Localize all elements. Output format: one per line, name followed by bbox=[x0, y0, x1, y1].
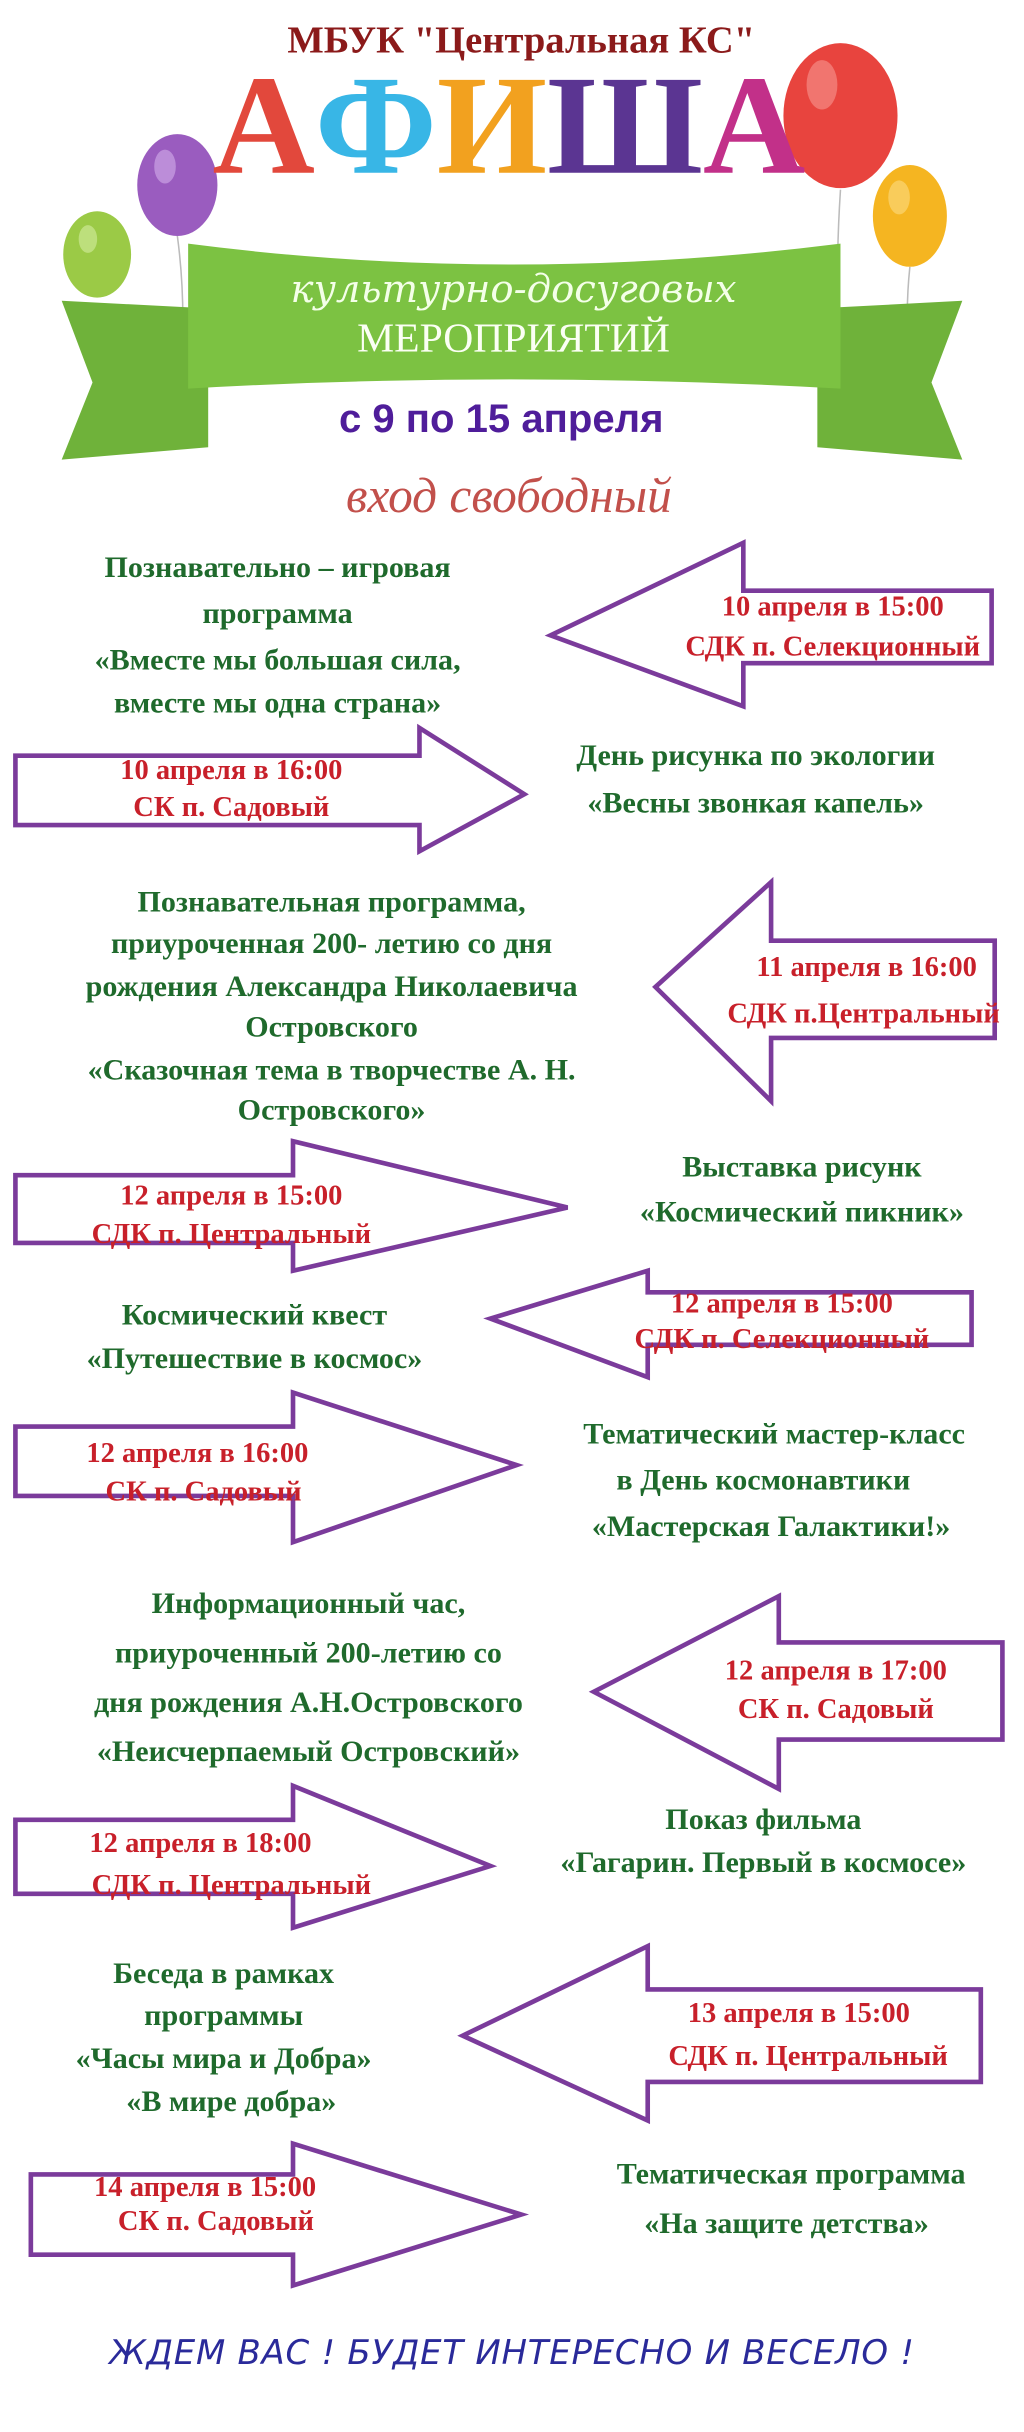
purple-balloon-icon bbox=[137, 134, 218, 236]
event-place: СДК п. Селекционный bbox=[635, 1324, 930, 1355]
event-title-line: «Путешествие в космос» bbox=[87, 1341, 423, 1375]
organization-name: МБУК "Центральная КС" bbox=[287, 19, 755, 61]
event-place: СДК п. Селекционный bbox=[685, 631, 980, 662]
event-title-line: Информационный час, bbox=[152, 1586, 466, 1620]
title-letter: Ф bbox=[315, 47, 437, 204]
title-letter: И bbox=[437, 47, 547, 204]
admission-note: вход свободный bbox=[346, 468, 672, 523]
event-date: 11 апреля в 16:00 bbox=[756, 952, 977, 983]
event-place: СДК п. Центральный bbox=[92, 1219, 371, 1250]
event-title-line: «Гагарин. Первый в космосе» bbox=[560, 1845, 966, 1879]
event-title-line: Беседа в рамках bbox=[113, 1956, 334, 1990]
event-place: СК п. Садовый bbox=[738, 1694, 934, 1725]
event-title-line: «Вместе мы большая сила, bbox=[95, 642, 461, 676]
event-row: 12 апреля в 15:00 СДК п. Селекционный Ко… bbox=[87, 1267, 974, 1381]
event-title-line: «На защите детства» bbox=[644, 2206, 929, 2240]
event-title-line: Островского» bbox=[238, 1093, 426, 1127]
arrow-right-icon bbox=[13, 1389, 524, 1546]
event-title-line: «Космический пикник» bbox=[640, 1194, 964, 1228]
event-title-line: дня рождения А.Н.Островского bbox=[94, 1685, 523, 1719]
orange-balloon-icon bbox=[872, 165, 947, 267]
event-row: 12 апреля в 17:00 СК п. Садовый Информац… bbox=[94, 1586, 1005, 1793]
event-row: 12 апреля в 15:00 СДК п. Центральный Выс… bbox=[13, 1138, 964, 1274]
ribbon-banner bbox=[61, 243, 963, 460]
event-row: 13 апреля в 15:00 СДК п. Центральный Бес… bbox=[76, 1942, 984, 2125]
event-title-line: Познавательная программа, bbox=[138, 884, 526, 918]
event-title-line: «Сказочная тема в творчестве А. Н. bbox=[88, 1053, 576, 1087]
date-range: с 9 по 15 апреля bbox=[339, 397, 664, 441]
event-title-line: программы bbox=[144, 1998, 303, 2032]
event-place: СДК п.Центральный bbox=[727, 998, 999, 1029]
event-title-line: «В мире добра» bbox=[126, 2084, 336, 2118]
event-title-line: «Мастерская Галактики!» bbox=[592, 1509, 950, 1543]
event-title-line: «Неисчерпаемый Островский» bbox=[97, 1734, 520, 1768]
event-row: 10 апреля в 16:00 СК п. Садовый День рис… bbox=[13, 723, 935, 856]
event-title-line: Тематическая программа bbox=[617, 2157, 966, 2191]
event-title-line: Космический квест bbox=[122, 1298, 388, 1332]
event-title-line: День рисунка по экологии bbox=[576, 738, 935, 772]
event-date: 12 апреля в 16:00 bbox=[86, 1438, 308, 1469]
event-date: 13 апреля в 15:00 bbox=[688, 1998, 910, 2029]
event-title-line: «Часы мира и Добра» bbox=[76, 2041, 372, 2075]
title-letter: А bbox=[703, 47, 805, 204]
event-date: 10 апреля в 16:00 bbox=[120, 755, 342, 786]
event-row: 12 апреля в 18:00 СДК п. Центральный Пок… bbox=[13, 1782, 966, 1931]
event-title-line: «Весны звонкая капель» bbox=[587, 786, 924, 820]
arrow-left-icon bbox=[652, 876, 998, 1107]
event-title-line: Показ фильма bbox=[665, 1802, 861, 1836]
event-title-line: Познавательно – игровая bbox=[105, 550, 451, 584]
footer-message: ЖДЕМ ВАС ! БУДЕТ ИНТЕРЕСНО И ВЕСЕЛО ! bbox=[107, 2333, 915, 2372]
event-date: 12 апреля в 17:00 bbox=[725, 1655, 947, 1686]
event-place: СК п. Садовый bbox=[118, 2206, 314, 2237]
arrow-right-icon bbox=[13, 1782, 498, 1931]
arrow-left-icon bbox=[483, 1267, 974, 1381]
event-title-line: рождения Александра Николаевича bbox=[86, 969, 578, 1003]
event-place: СДК п. Центральный bbox=[92, 1870, 371, 1901]
subtitle-script: культурно-досуговых bbox=[291, 267, 737, 312]
event-date: 12 апреля в 18:00 bbox=[89, 1828, 311, 1859]
arrow-right-icon bbox=[28, 2140, 530, 2289]
event-row: 12 апреля в 16:00 СК п. Садовый Тематиче… bbox=[13, 1389, 965, 1546]
green-balloon-icon bbox=[63, 211, 132, 298]
arrow-left-icon bbox=[588, 1592, 1005, 1793]
event-date: 12 апреля в 15:00 bbox=[120, 1180, 342, 1211]
event-title-line: программа bbox=[202, 596, 352, 630]
poster-title: АФИША bbox=[212, 47, 805, 204]
event-title-line: приуроченная 200- летию со дня bbox=[111, 926, 552, 960]
event-place: СДК п. Центральный bbox=[668, 2041, 947, 2072]
event-title-line: Выставка рисунк bbox=[682, 1150, 922, 1184]
event-title-line: в День космонавтики bbox=[616, 1463, 910, 1497]
event-title-line: вместе мы одна страна» bbox=[114, 685, 441, 719]
event-title-line: Тематический мастер-класс bbox=[583, 1416, 965, 1450]
event-date: 14 апреля в 15:00 bbox=[94, 2172, 316, 2203]
event-place: СК п. Садовый bbox=[133, 792, 329, 823]
event-place: СК п. Садовый bbox=[106, 1477, 302, 1508]
event-row: 10 апреля в 15:00 СДК п. Селекционный По… bbox=[95, 539, 994, 719]
arrow-left-icon bbox=[457, 1942, 984, 2125]
subtitle: МЕРОПРИЯТИЙ bbox=[357, 316, 670, 362]
arrow-right-icon bbox=[13, 723, 529, 856]
title-letter: А bbox=[212, 47, 314, 204]
arrow-right-icon bbox=[13, 1138, 569, 1274]
event-date: 10 апреля в 15:00 bbox=[722, 591, 944, 622]
event-title-line: Островского bbox=[245, 1009, 418, 1043]
arrow-left-icon bbox=[544, 539, 994, 710]
event-title-line: приуроченный 200-летию со bbox=[115, 1635, 502, 1669]
event-date: 12 апреля в 15:00 bbox=[671, 1288, 893, 1319]
title-letter: Ш bbox=[547, 47, 703, 204]
event-row: 14 апреля в 15:00 СК п. Садовый Тематиче… bbox=[28, 2140, 966, 2289]
event-row: 11 апреля в 16:00 СДК п.Центральный Позн… bbox=[86, 876, 1000, 1127]
balloons-decoration bbox=[63, 43, 947, 402]
